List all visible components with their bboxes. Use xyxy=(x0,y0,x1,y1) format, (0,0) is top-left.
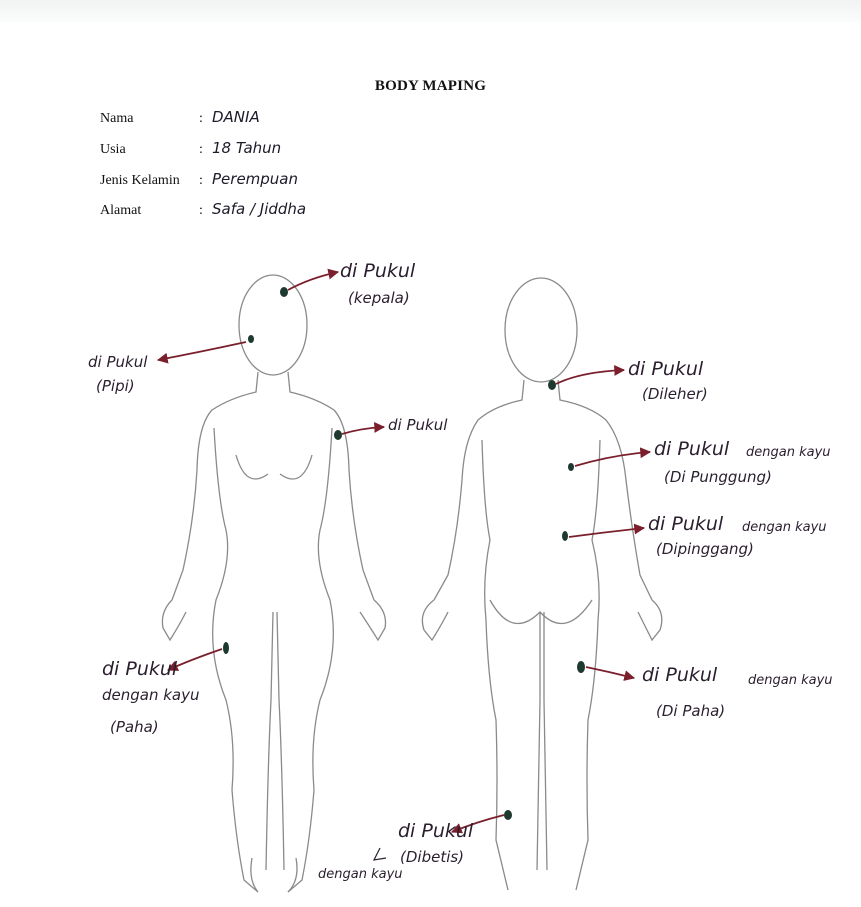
injury-dot-calf xyxy=(504,810,512,820)
injury-dot-cheek xyxy=(248,335,254,343)
back-right-shoulder-arm xyxy=(558,380,652,600)
back-body-figure xyxy=(422,278,661,890)
front-right-shoulder-arm xyxy=(288,372,374,600)
annotation-calf-detail: dengan kayu xyxy=(318,868,403,881)
front-left-shoulder-arm xyxy=(172,372,258,600)
injury-dot-arm xyxy=(334,430,342,440)
back-inner-leg-right xyxy=(544,612,547,870)
annotation-cheek-site: (Pipi) xyxy=(96,379,135,394)
injury-dot-head xyxy=(280,287,288,297)
annotation-cheek-action: di Pukul xyxy=(88,355,147,370)
annotation-waist-action: di Pukul xyxy=(648,515,723,534)
annotation-thigh-front-site: (Paha) xyxy=(110,720,159,735)
annotation-head-site: (kepala) xyxy=(348,291,410,306)
annotation-waist-detail: dengan kayu xyxy=(742,521,827,534)
back-buttocks xyxy=(490,600,592,624)
annotation-thigh-front-detail: dengan kayu xyxy=(102,688,200,703)
annotation-thigh-front-action: di Pukul xyxy=(102,660,177,679)
front-body-figure xyxy=(162,275,385,892)
front-inner-leg-right xyxy=(277,612,284,870)
injury-dot-waist xyxy=(562,531,568,541)
back-inner-leg-left xyxy=(537,612,540,870)
annotation-calf-action: di Pukul xyxy=(398,822,473,841)
front-right-foot xyxy=(288,858,297,892)
front-right-side-leg xyxy=(288,428,333,892)
small-check-arrow xyxy=(374,848,386,860)
back-left-shoulder-arm xyxy=(434,380,524,600)
back-right-hand xyxy=(638,600,662,640)
annotation-neck-action: di Pukul xyxy=(628,360,703,379)
front-head xyxy=(239,275,307,375)
annotation-neck-site: (Dileher) xyxy=(642,387,708,402)
front-breast-right xyxy=(280,455,312,479)
annotation-thigh-back-detail: dengan kayu xyxy=(748,674,833,687)
front-left-side-leg xyxy=(213,428,258,892)
annotation-head-action: di Pukul xyxy=(340,262,415,281)
annotation-calf-site: (Dibetis) xyxy=(400,850,464,865)
injury-dot-thigh-back xyxy=(577,661,585,673)
annotation-thigh-back-site: (Di Paha) xyxy=(656,704,725,719)
annotation-back-action: di Pukul xyxy=(654,440,729,459)
back-left-side-leg xyxy=(482,440,508,890)
annotation-back-detail: dengan kayu xyxy=(746,446,831,459)
arrow-back xyxy=(575,452,650,466)
injury-dot-thigh-front xyxy=(223,642,229,654)
back-left-hand xyxy=(422,600,448,640)
injury-dot-neck xyxy=(548,380,556,390)
annotation-arrows xyxy=(158,272,650,832)
front-inner-leg-left xyxy=(266,612,273,870)
arrow-neck xyxy=(556,370,624,384)
back-head xyxy=(505,278,577,382)
arrow-cheek xyxy=(158,342,246,360)
front-right-hand xyxy=(360,600,386,640)
front-breast-left xyxy=(236,455,268,479)
arrow-thigh-back xyxy=(586,667,634,678)
annotation-thigh-back-action: di Pukul xyxy=(642,666,717,685)
front-left-hand xyxy=(162,600,186,640)
injury-dot-back xyxy=(568,463,574,471)
annotation-back-site: (Di Punggung) xyxy=(664,470,772,485)
injury-markers xyxy=(223,287,585,820)
arrow-arm xyxy=(342,427,384,434)
annotation-arm-action: di Pukul xyxy=(388,418,447,433)
annotation-waist-site: (Dipinggang) xyxy=(656,542,754,557)
